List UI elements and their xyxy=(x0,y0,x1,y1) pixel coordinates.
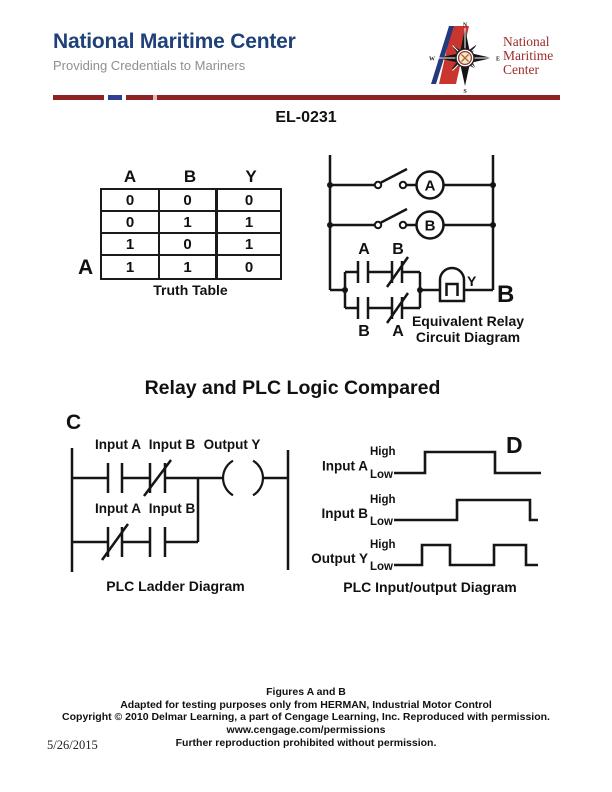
coil-b-label: B xyxy=(425,218,436,235)
figure-a-label: A xyxy=(78,256,94,279)
switch-blade xyxy=(380,207,408,224)
signal-label: Output Y xyxy=(311,551,368,566)
header-divider-rule xyxy=(53,95,560,100)
table-cell: 1 xyxy=(160,256,218,278)
logo-word-line: National xyxy=(503,34,550,49)
compass-e-letter: E xyxy=(496,57,500,63)
footer-line: Copyright © 2010 Delmar Learning, a part… xyxy=(62,711,550,724)
ladder-label-input-a-top: Input A xyxy=(95,437,141,452)
nmc-compass-logo-icon: N S E W xyxy=(429,23,500,95)
org-tagline: Providing Credentials to Mariners xyxy=(53,58,246,73)
logo-blue-stripe xyxy=(431,26,454,84)
junction-dots xyxy=(327,182,496,293)
logo-word-line: Maritime xyxy=(503,48,554,64)
truth-table: 0 0 0 0 1 1 1 0 1 1 1 0 xyxy=(100,188,282,280)
caption-line: Circuit Diagram xyxy=(415,328,521,345)
output-bell-symbol xyxy=(438,266,493,303)
footer-line: Further reproduction prohibited without … xyxy=(175,736,437,749)
table-cell: 1 xyxy=(218,212,280,234)
ladder-rung-2 xyxy=(72,523,198,561)
output-y-label: Y xyxy=(467,273,477,289)
ladder-rails xyxy=(70,448,290,572)
low-label: Low xyxy=(370,516,393,528)
org-title: National Maritime Center xyxy=(53,30,296,53)
table-cell: 1 xyxy=(160,212,218,234)
compass-s-letter: S xyxy=(463,89,467,94)
table-cell: 0 xyxy=(102,190,160,212)
high-label: High xyxy=(370,494,396,506)
high-label: High xyxy=(370,446,396,458)
high-label: High xyxy=(370,539,396,551)
compass-w-letter: W xyxy=(429,57,435,63)
relay-rung-a: A xyxy=(330,167,493,200)
figure-d-caption: PLC Input/output Diagram xyxy=(343,579,517,595)
footer-line: www.cengage.com/permissions xyxy=(226,724,386,737)
relay-rung-b: B xyxy=(330,207,493,240)
figure-b-label: B xyxy=(497,281,514,308)
signal-label: Input A xyxy=(322,459,368,474)
ladder-label-input-a-bottom: Input A xyxy=(95,501,141,516)
compass-seal-anchors xyxy=(461,54,469,62)
signal-label: Input B xyxy=(322,506,369,521)
truth-table-col-a: A xyxy=(123,167,137,186)
figure-c-label: C xyxy=(66,411,82,434)
output-coil-symbol xyxy=(221,459,265,497)
nc-slash xyxy=(143,459,172,497)
figure-d-label: D xyxy=(506,432,523,458)
contact-label-a-bottom: A xyxy=(392,323,404,340)
nc-slash xyxy=(385,292,410,324)
footer-line: Adapted for testing purposes only from H… xyxy=(120,698,492,711)
table-cell: 0 xyxy=(244,258,254,276)
table-cell: 0 xyxy=(160,190,218,212)
contact-label-b-bottom: B xyxy=(358,323,370,340)
nc-slash xyxy=(100,523,130,561)
low-label: Low xyxy=(370,561,393,573)
figure-b-caption: Equivalent Relay Circuit Diagram xyxy=(398,313,538,345)
contact-network xyxy=(330,256,439,324)
waveform xyxy=(394,498,538,522)
ladder-rung-1 xyxy=(72,459,288,542)
exam-figure-code: EL-0231 xyxy=(275,109,337,126)
pulse-glyph xyxy=(445,282,459,296)
relay-circuit-diagram: A B A B B A xyxy=(327,155,514,340)
plc-ladder-diagram: Input A Input B Output Y Input A Input B xyxy=(70,437,290,572)
compass-n-letter: N xyxy=(463,23,468,29)
figure-c-caption: PLC Ladder Diagram xyxy=(106,578,245,594)
waveform xyxy=(394,450,541,475)
relay-rails xyxy=(328,155,495,290)
table-cell: 0 xyxy=(102,212,160,234)
footer-line: Figures A and B xyxy=(266,686,346,698)
logo-word-line: Center xyxy=(503,62,539,78)
section-heading: Relay and PLC Logic Compared xyxy=(144,377,441,399)
table-cell: 0 xyxy=(160,234,218,256)
page-date: 5/26/2015 xyxy=(47,738,98,752)
contact-label-b-top: B xyxy=(392,241,404,258)
logo-wordmark: National Maritime Center xyxy=(503,34,554,78)
footer-attribution: Figures A and B Adapted for testing purp… xyxy=(8,686,604,750)
low-label: Low xyxy=(370,469,393,481)
table-cell: 1 xyxy=(102,234,160,256)
caption-line: Equivalent Relay xyxy=(411,313,525,329)
table-cell: 0 xyxy=(218,190,280,212)
ladder-label-input-b-top: Input B xyxy=(149,437,196,452)
coil-a-circle xyxy=(415,170,445,200)
truth-table-col-b: B xyxy=(183,167,197,186)
ladder-label-input-b-bottom: Input B xyxy=(149,501,196,516)
ladder-label-output-y: Output Y xyxy=(204,437,261,452)
nc-slash xyxy=(385,256,410,288)
table-cell: 1 xyxy=(102,256,160,278)
contact-label-a-top: A xyxy=(358,241,370,258)
figure-a-caption: Truth Table xyxy=(153,282,228,298)
switch-blade xyxy=(380,167,408,184)
waveform xyxy=(394,543,538,567)
table-cell: 1 xyxy=(218,234,280,256)
truth-table-col-y: Y xyxy=(245,167,257,186)
coil-b-circle xyxy=(415,210,445,240)
coil-a-label: A xyxy=(425,178,436,195)
